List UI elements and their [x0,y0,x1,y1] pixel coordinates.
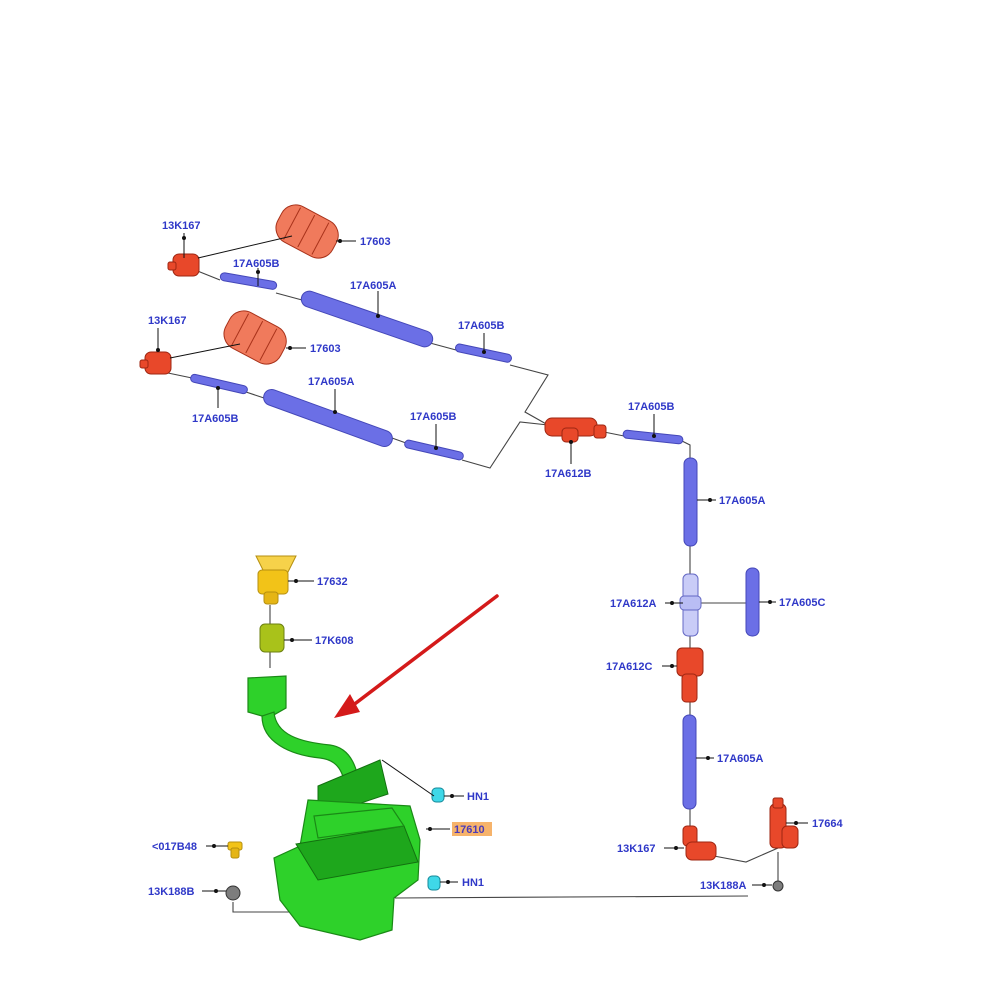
check-valve-13k167-top [167,253,200,277]
tee-17a612b [544,417,607,443]
label-17a605a-2: 17A605A [308,376,355,388]
label-17k608: 17K608 [315,635,354,647]
label-13k167-bottom: 13K167 [617,843,656,855]
label-17632: 17632 [317,576,348,588]
tube-17a605b-4 [404,439,464,461]
label-13k167-top: 13K167 [162,220,201,232]
label-17a605b-4: 17A605B [410,411,457,423]
label-17a605b-5: 17A605B [628,401,675,413]
check-valve-13k167-mid [139,351,172,375]
grommet-13k188a [772,880,784,892]
nozzle-17603-mid [223,310,287,365]
hose-lines [167,269,779,913]
label-13k188b: 13K188B [148,886,195,898]
leader-lines [156,233,808,893]
pump-17664 [769,797,799,849]
label-17a612c: 17A612C [606,661,653,673]
label-hn1-bottom: HN1 [462,877,484,889]
label-17610: 17610 [454,824,485,836]
red-pointer-arrow [334,594,499,718]
tube-17a605b-3 [190,373,248,395]
part-labels: 13K167 17603 17A605B 17A605A 17A605B 13K… [148,220,843,898]
tube-17a605a-4 [682,714,697,810]
filler-cap-17632 [255,555,297,605]
clip-hn1-bottom [427,875,441,891]
label-hn1-top: HN1 [467,791,489,803]
label-17603-top: 17603 [360,236,391,248]
grommet-13k188b [225,885,241,901]
label-17a605a-4: 17A605A [717,753,764,765]
label-13k188a: 13K188A [700,880,747,892]
label-17a612b: 17A612B [545,468,592,480]
label-17603-mid: 17603 [310,343,341,355]
tube-17a605a-1 [300,290,434,348]
plug-017b48 [227,841,243,859]
nozzle-17603-top [275,204,339,259]
tubes [190,272,760,810]
label-017b48: <017B48 [152,841,197,853]
filler-adapter-17k608 [259,623,285,653]
connectors [139,204,799,861]
label-17a612a: 17A612A [610,598,657,610]
connector-17a612c [676,647,704,703]
tube-17a605b-1 [219,272,278,290]
washer-reservoir-17610 [247,675,421,941]
tee-17a612a [679,573,702,637]
tube-17a605c [745,567,760,637]
label-17a605c: 17A605C [779,597,826,609]
tube-17a605a-3 [683,457,698,547]
check-valve-13k167-bottom [682,825,717,861]
label-17a605b-2: 17A605B [458,320,505,332]
label-13k167-mid: 13K167 [148,315,187,327]
label-17a605a-3: 17A605A [719,495,766,507]
label-17a605b-3: 17A605B [192,413,239,425]
highlight-17610 [452,822,492,836]
label-17664: 17664 [812,818,843,830]
label-17a605a-1: 17A605A [350,280,397,292]
clip-hn1-top [431,787,445,803]
label-17a605b-1: 17A605B [233,258,280,270]
tube-17a605a-2 [263,388,393,448]
